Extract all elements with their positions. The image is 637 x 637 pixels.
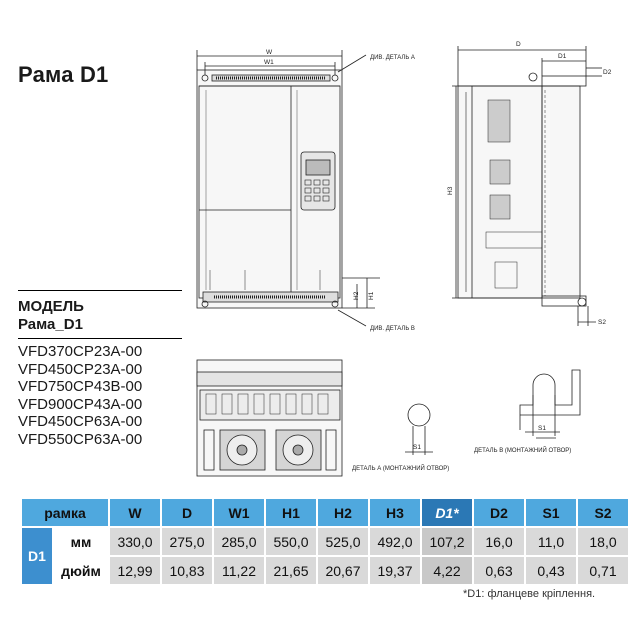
label-d2: D2	[603, 69, 612, 76]
table-cell: 21,65	[266, 557, 316, 584]
frame-label: D1	[22, 528, 52, 584]
detail-a	[405, 403, 433, 455]
header-cell: H3	[370, 499, 420, 526]
model-item: VFD370CP23A-00	[18, 343, 143, 360]
table-cell: 0,43	[526, 557, 576, 584]
header-cell: H2	[318, 499, 368, 526]
label-detail-b-ref: ДИВ. ДЕТАЛЬ В	[370, 326, 415, 332]
table-cell: 10,83	[162, 557, 212, 584]
model-heading-block: МОДЕЛЬ Рама_D1	[18, 298, 84, 334]
label-detail-a-ref: ДИВ. ДЕТАЛЬ А	[370, 55, 415, 61]
table-cell: 16,0	[474, 528, 524, 555]
table-cell: 4,22	[422, 557, 472, 584]
page-title: Рама D1	[18, 62, 109, 87]
header-cell: W	[110, 499, 160, 526]
detail-b-caption: ДЕТАЛЬ В (МОНТАЖНИЙ ОТВОР)	[474, 446, 571, 454]
label-s2: S2	[598, 319, 606, 326]
table-cell: 550,0	[266, 528, 316, 555]
unit-label: дюйм	[54, 557, 108, 584]
table-cell: 0,63	[474, 557, 524, 584]
label-d1: D1	[558, 53, 567, 60]
table-cell: 330,0	[110, 528, 160, 555]
header-cell: H1	[266, 499, 316, 526]
dimension-table: рамка W D W1 H1 H2 H3 D1* D2 S1 S2 D1 мм…	[20, 497, 630, 586]
model-item: VFD550CP63A-00	[18, 430, 143, 448]
model-item: VFD900CP43A-00	[18, 395, 143, 413]
bottom-view	[196, 359, 343, 477]
header-cell: D	[162, 499, 212, 526]
table-cell: 18,0	[578, 528, 628, 555]
header-cell: D2	[474, 499, 524, 526]
model-heading: МОДЕЛЬ	[18, 298, 84, 315]
side-view	[452, 46, 602, 326]
header-cell: S2	[578, 499, 628, 526]
table-cell: 275,0	[162, 528, 212, 555]
table-cell: 285,0	[214, 528, 264, 555]
model-item: VFD750CP43B-00	[18, 378, 143, 395]
footnote: *D1: фланцеве кріплення.	[463, 588, 596, 600]
table-cell: 107,2	[422, 528, 472, 555]
label-h1: H1	[368, 291, 375, 300]
label-h3: H3	[447, 186, 454, 195]
table-cell: 525,0	[318, 528, 368, 555]
label-w: W	[266, 49, 273, 56]
table-row: D1 мм 330,0 275,0 285,0 550,0 525,0 492,…	[22, 528, 628, 584]
header-cell-highlight: D1*	[422, 499, 472, 526]
table-cell: 0,71	[578, 557, 628, 584]
table-row: дюйм 12,99 10,83 11,22 21,65 20,67 19,37…	[22, 557, 628, 584]
model-item: VFD450CP23A-00	[18, 360, 143, 378]
divider	[18, 290, 182, 291]
technical-drawing: W W1 ДИВ. ДЕТАЛЬ А ДИВ. ДЕТАЛЬ В H2 H1 D…	[196, 41, 612, 477]
model-list: VFD370CP23A-00 VFD450CP23A-00 VFD750CP43…	[18, 343, 142, 448]
divider	[18, 338, 182, 339]
label-w1: W1	[264, 59, 274, 66]
frame-heading: Рама_D1	[18, 316, 83, 333]
detail-b	[519, 369, 581, 439]
label-d: D	[516, 41, 521, 48]
front-view	[196, 50, 380, 327]
detail-a-caption: ДЕТАЛЬ А (МОНТАЖНИЙ ОТВОР)	[352, 464, 449, 472]
header-cell: S1	[526, 499, 576, 526]
table-cell: 11,22	[214, 557, 264, 584]
table-cell: 20,67	[318, 557, 368, 584]
table-cell: 11,0	[526, 528, 576, 555]
header-frame: рамка	[22, 499, 108, 526]
label-h2: H2	[353, 291, 360, 300]
unit-label: мм	[54, 528, 108, 555]
label-s1-b: S1	[538, 425, 546, 432]
label-s1-a: S1	[413, 444, 421, 451]
table-cell: 19,37	[370, 557, 420, 584]
header-cell: W1	[214, 499, 264, 526]
table-cell: 492,0	[370, 528, 420, 555]
model-item: VFD450CP63A-00	[18, 413, 143, 430]
table-header-row: рамка W D W1 H1 H2 H3 D1* D2 S1 S2	[22, 499, 628, 526]
table-cell: 12,99	[110, 557, 160, 584]
